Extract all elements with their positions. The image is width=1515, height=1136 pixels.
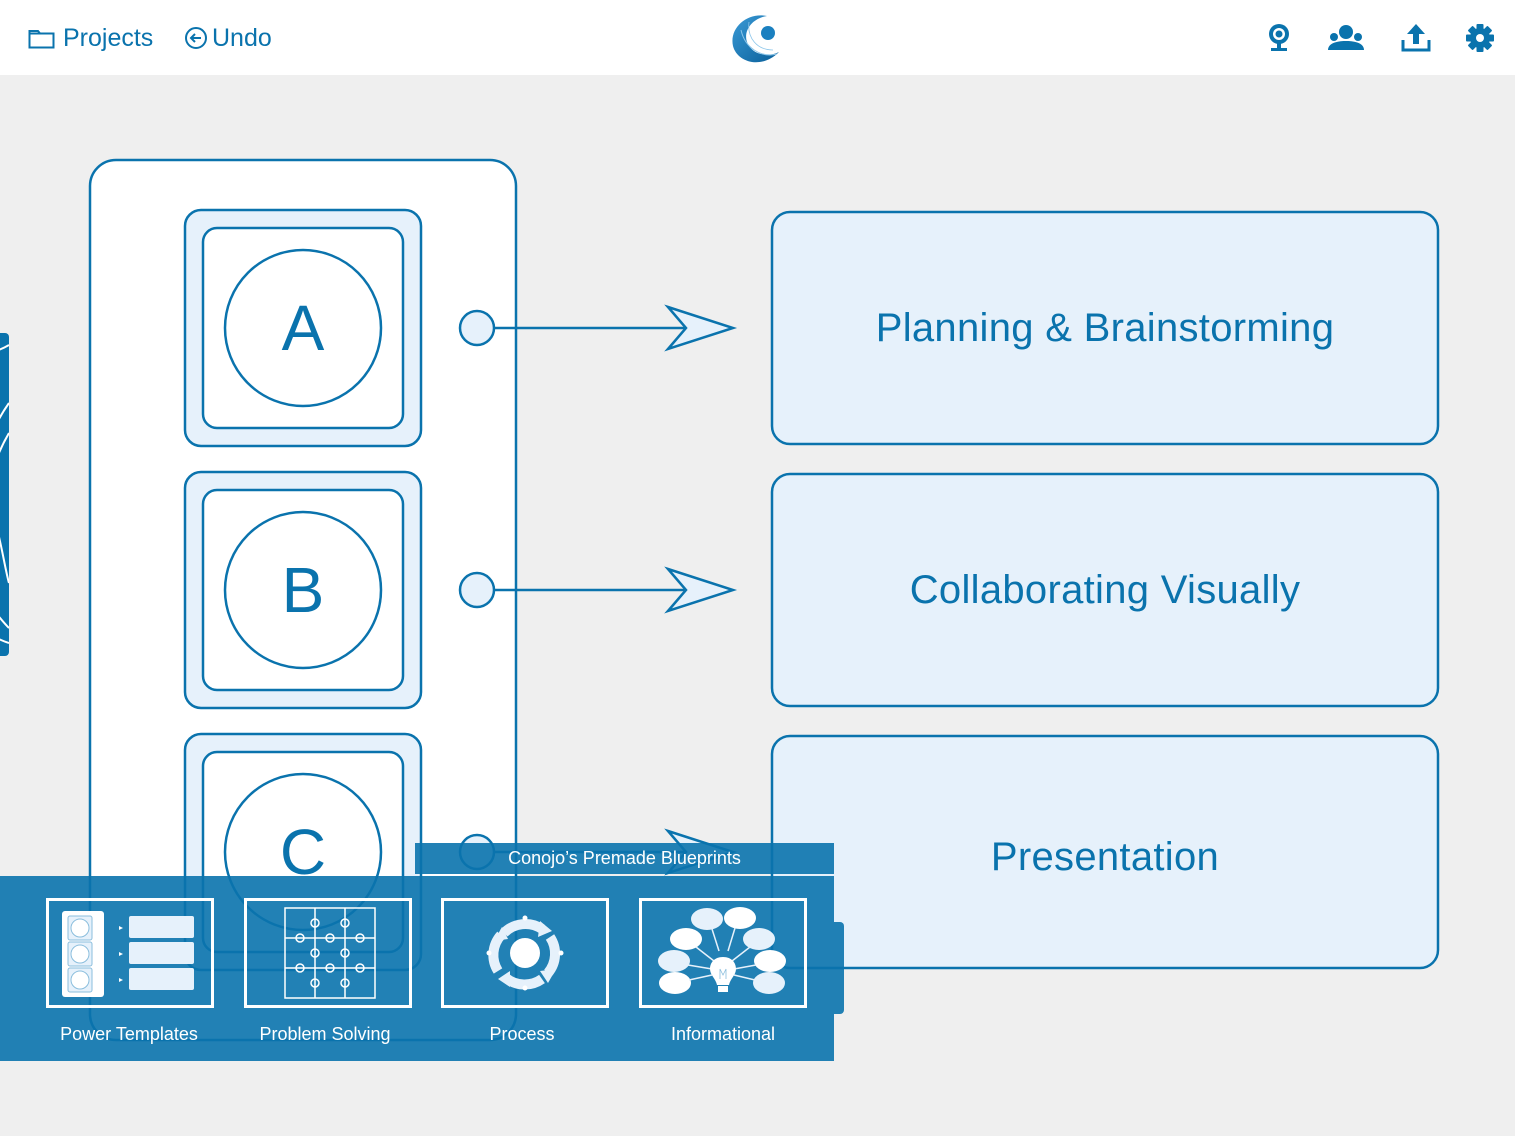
box-collaborating[interactable] [770,472,1440,708]
left-drawer-handle[interactable] [0,333,9,656]
blueprint-power-templates[interactable] [46,898,214,1008]
connector-a[interactable] [458,304,738,352]
folder-icon [28,30,55,49]
undo-button[interactable]: Undo [184,22,272,54]
blueprint-label-informational: Informational [670,1024,776,1044]
drawer-pattern-icon [0,344,9,644]
diagram-item-b[interactable] [183,470,423,710]
box-planning[interactable] [770,210,1440,446]
box-label-planning: Planning & Brainstorming [875,305,1335,350]
users-icon[interactable] [1326,22,1366,54]
diagram-item-a[interactable] [183,208,423,448]
blueprint-label-power-templates: Power Templates [60,1024,198,1044]
upload-icon[interactable] [1400,22,1432,54]
box-label-presentation: Presentation [772,742,1438,974]
undo-arrow-icon [185,27,207,49]
projects-button[interactable]: Projects [28,22,153,54]
puzzle-icon [284,907,376,999]
blueprint-label-process: Process [489,1024,555,1044]
conojo-logo[interactable] [727,10,785,68]
item-letter-b: B [281,554,325,626]
power-templates-icon [62,911,194,997]
webcam-icon[interactable] [1264,22,1296,54]
connector-b[interactable] [458,566,738,614]
blueprint-label-problem-solving: Problem Solving [259,1024,391,1044]
blueprints-title: Conojo’s Premade Blueprints [415,843,834,874]
projects-label: Projects [63,23,154,52]
blueprint-informational[interactable] [639,898,807,1008]
lightbulb-bubbles-icon [658,907,786,994]
blueprint-process[interactable] [441,898,609,1008]
presentation-text: Presentation [990,835,1220,879]
item-letter-c: C [279,816,327,888]
undo-label: Undo [212,23,272,52]
blueprint-problem-solving[interactable] [244,898,412,1008]
blueprints-panel: Power Templates Problem Solving [0,876,834,1061]
item-letter-a: A [281,292,325,364]
cycle-icon [486,915,564,991]
box-label-collaborating: Collaborating Visually [909,567,1301,612]
top-bar: Projects Undo [0,0,1515,75]
blueprint-panel-handle[interactable] [834,922,844,1014]
gear-icon[interactable] [1464,22,1496,54]
